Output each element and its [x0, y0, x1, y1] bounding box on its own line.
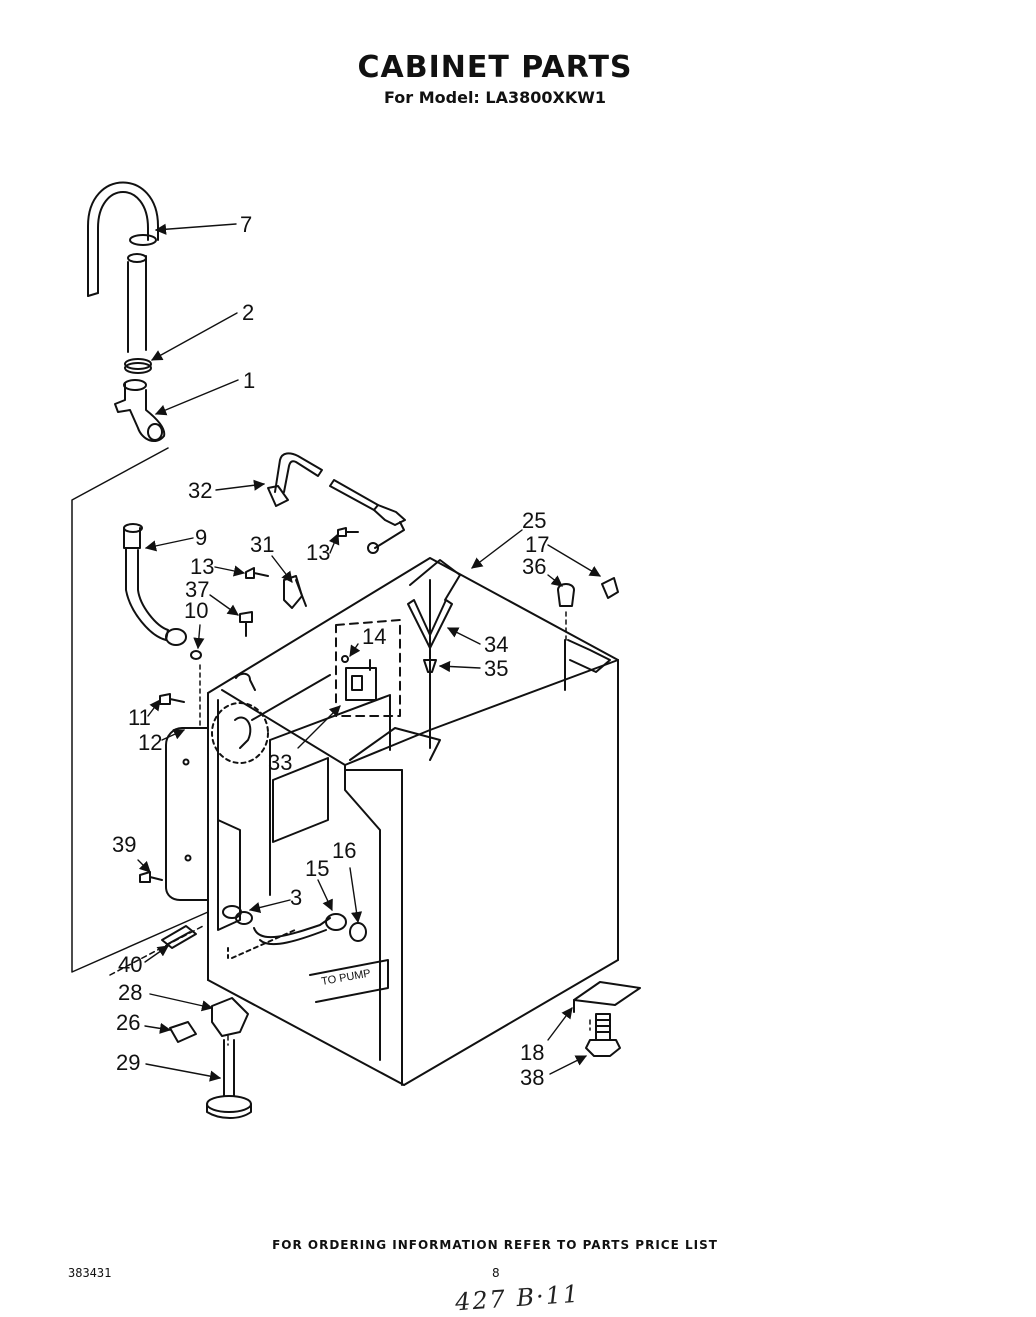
callout-40: 40 [118, 952, 142, 977]
callout-36: 36 [522, 554, 546, 579]
callout-28: 28 [118, 980, 142, 1005]
leader-lines [138, 224, 601, 1082]
callout-32: 32 [188, 478, 212, 503]
callout-7: 7 [240, 212, 252, 237]
nozzle-outline [212, 675, 330, 763]
callout-35: 35 [484, 656, 508, 681]
callout-31: 31 [250, 532, 274, 557]
callout-17: 17 [525, 532, 549, 557]
document-number: 383431 [68, 1266, 112, 1280]
callout-37: 37 [185, 577, 209, 602]
front-leg [170, 998, 251, 1118]
vent-hose [88, 183, 158, 353]
ordering-note: FOR ORDERING INFORMATION REFER TO PARTS … [272, 1238, 718, 1252]
callout-34: 34 [484, 632, 508, 657]
callout-9: 9 [195, 525, 207, 550]
callout-3: 3 [290, 885, 302, 910]
wire-clip [284, 576, 306, 608]
top-bumpers [558, 578, 618, 606]
callout-16: 16 [332, 838, 356, 863]
switch-assembly [336, 620, 400, 716]
hose-clamp [125, 359, 151, 373]
leg-clip [162, 926, 196, 948]
access-plate [166, 728, 208, 900]
callout-15: 15 [305, 856, 329, 881]
tub-support [408, 600, 452, 672]
callout-39: 39 [112, 832, 136, 857]
drain-hose [223, 906, 366, 944]
rear-leg [586, 1014, 620, 1056]
callout-2: 2 [242, 300, 254, 325]
callout-29: 29 [116, 1050, 140, 1075]
callout-1: 1 [243, 368, 255, 393]
elbow-fitting [115, 380, 164, 441]
callout-10: 10 [184, 598, 208, 623]
inlet-hose [124, 524, 201, 659]
page-title: CABINET PARTS [357, 50, 633, 85]
page-number: 8 [492, 1266, 500, 1280]
callout-33: 33 [268, 750, 292, 775]
callout-13-right: 13 [306, 540, 330, 565]
callout-12: 12 [138, 730, 162, 755]
callout-13-left: 13 [190, 554, 214, 579]
callout-18: 18 [520, 1040, 544, 1065]
callout-26: 26 [116, 1010, 140, 1035]
callout-11: 11 [128, 705, 151, 730]
wire-harness [268, 453, 405, 548]
callout-14: 14 [362, 624, 386, 649]
callout-labels: 7 2 1 32 25 17 36 9 31 13 13 37 10 14 34… [112, 212, 549, 1090]
callout-38: 38 [520, 1065, 544, 1090]
model-subtitle: For Model: LA3800XKW1 [383, 88, 607, 107]
callout-25: 25 [522, 508, 546, 533]
